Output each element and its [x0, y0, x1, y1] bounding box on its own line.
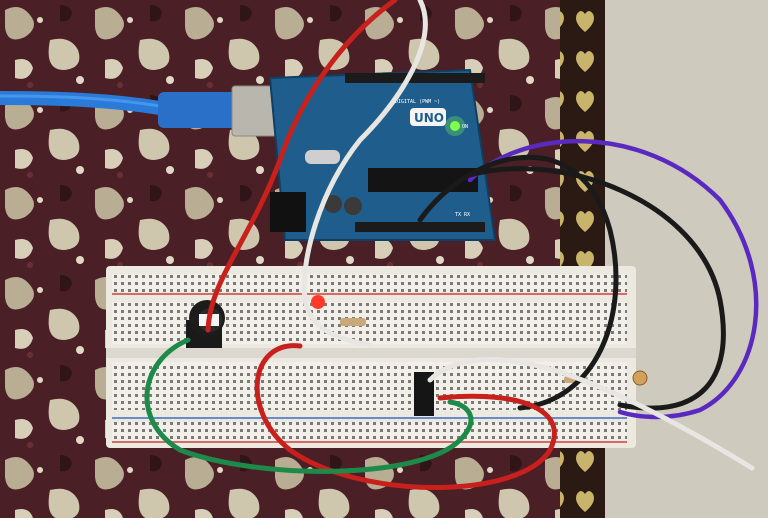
- white-wire-top: [301, 0, 428, 348]
- digital-label: DIGITAL (PWM ~): [395, 99, 440, 105]
- green-wire: [144, 337, 474, 474]
- photoresistor: [632, 370, 648, 386]
- uno-logo: UNO: [414, 111, 444, 125]
- red-wire-loop: [254, 343, 557, 490]
- power-led: [450, 121, 460, 131]
- txrx-label: TX RX: [455, 212, 470, 218]
- purple-wire: [467, 139, 759, 420]
- red-led: [311, 295, 325, 309]
- white-wire-right: [427, 357, 755, 471]
- pin-header: [414, 372, 434, 416]
- resistor: [340, 318, 366, 326]
- jumper-wires: [144, 0, 759, 490]
- header-top: [345, 73, 485, 83]
- breadboard: [106, 266, 636, 448]
- arduino-uno: UNO DIGITAL (PWM ~) TX RX ON: [268, 68, 497, 241]
- red-wire-top: [205, 0, 398, 333]
- header-bottom: [355, 222, 485, 232]
- black-wire-b: [467, 166, 726, 411]
- on-label: ON: [462, 124, 468, 130]
